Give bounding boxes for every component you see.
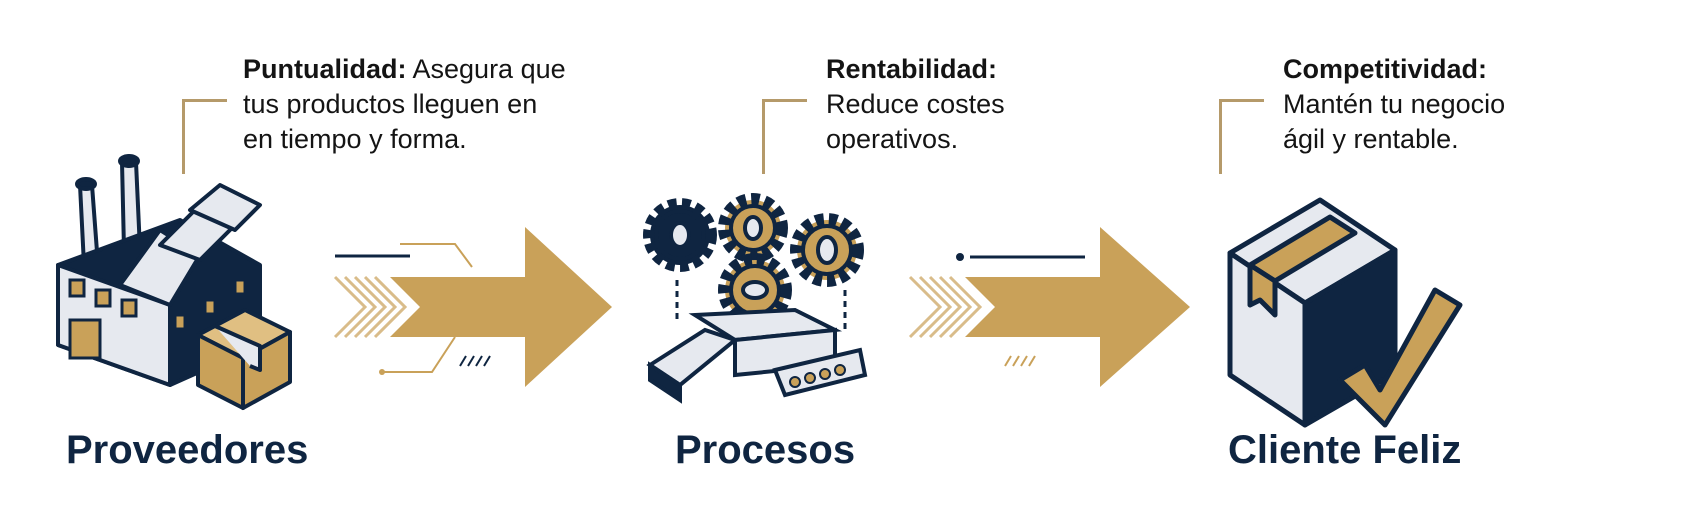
note-text: Asegura que [406, 54, 566, 84]
callout-bracket [182, 99, 227, 174]
note-text: Reduce costes [826, 89, 1005, 119]
note-text: operativos. [826, 124, 959, 154]
factory-icon [56, 154, 292, 410]
callout-bracket [762, 99, 807, 174]
note-puntualidad: Puntualidad: Asegura que tus productos l… [243, 52, 566, 157]
note-title: Puntualidad: [243, 54, 407, 84]
note-title: Rentabilidad: [826, 54, 998, 84]
step-title-procesos: Procesos [675, 428, 856, 472]
note-text: Mantén tu negocio [1283, 89, 1506, 119]
flow-arrow-icon [333, 227, 612, 387]
step-title-proveedores: Proveedores [66, 428, 309, 472]
note-text: tus productos lleguen en [243, 89, 538, 119]
box-check-icon [1227, 197, 1463, 428]
step-title-cliente-feliz: Cliente Feliz [1228, 428, 1462, 472]
callout-bracket [1219, 99, 1264, 174]
gears-conveyor-icon [643, 193, 868, 404]
note-text: ágil y rentable. [1283, 124, 1459, 154]
note-text: en tiempo y forma. [243, 124, 467, 154]
note-title: Competitividad: [1283, 54, 1488, 84]
note-rentabilidad: Rentabilidad: Reduce costes operativos. [826, 52, 1005, 157]
flow-arrow-icon [908, 227, 1190, 387]
note-competitividad: Competitividad: Mantén tu negocio ágil y… [1283, 52, 1505, 157]
